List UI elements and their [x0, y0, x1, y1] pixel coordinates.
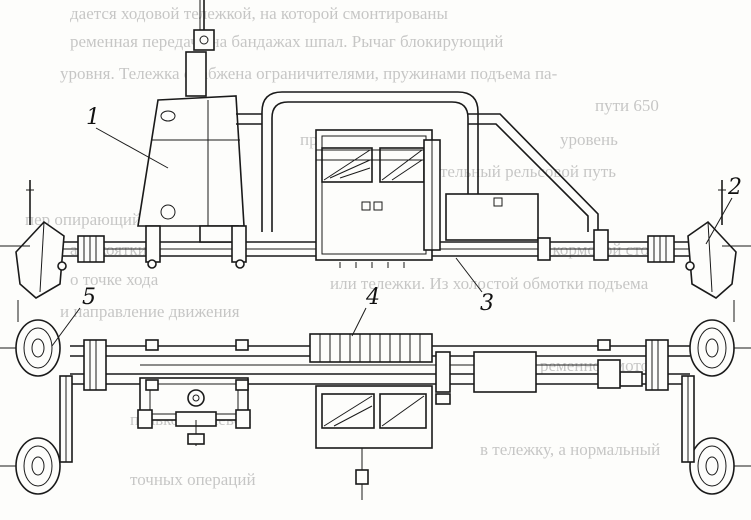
background-text-line: пер опирающийся [25, 210, 157, 229]
control-cabinet [315, 129, 441, 268]
callout-3: 3 [455, 257, 494, 316]
background-text-line: пути 650 [595, 96, 659, 115]
plan-tank-assembly [137, 377, 251, 446]
right-axle-hub [647, 235, 675, 263]
handrail-frame [236, 91, 599, 232]
beam-brackets [145, 225, 609, 269]
plan-cabinet [309, 333, 433, 500]
right-roller-side [685, 180, 751, 322]
plan-view [0, 319, 751, 500]
callout-label-4: 4 [365, 285, 380, 310]
left-roller-side [0, 180, 67, 322]
background-text-line: дается ходовой тележкой, на которой смон… [70, 4, 448, 23]
equipment-box [445, 193, 539, 241]
background-text-line: уровня. Тележка снабжена ограничителями,… [60, 64, 558, 83]
plan-equipment-box [435, 351, 621, 393]
side-view [0, 0, 751, 322]
background-text-line: точных операций [130, 470, 256, 489]
callout-label-2: 2 [727, 175, 742, 200]
plan-left-hub [83, 339, 107, 391]
callout-4: 4 [351, 285, 380, 337]
background-text-line: ременная передача на бандажах шпал. Рыча… [70, 32, 504, 51]
callout-label-5: 5 [82, 285, 96, 310]
plan-right-hub [619, 339, 669, 391]
background-text-line: уровень [560, 130, 618, 149]
plan-wheel-bottom-right [689, 437, 751, 495]
callout-label-3: 3 [480, 291, 494, 316]
background-text-line: в тележку, а нормальный [480, 440, 661, 459]
plan-bolts [145, 339, 611, 405]
plan-wheel-bottom-left [0, 437, 61, 495]
background-text-line: и направление движения [60, 302, 240, 321]
callout-1: 1 [86, 105, 169, 169]
plan-side-members [59, 375, 695, 463]
background-text-line: о точке хода [70, 270, 159, 289]
tank-body [137, 95, 245, 243]
callout-label-1: 1 [86, 105, 100, 130]
plan-wheel-top-right [689, 319, 751, 377]
lifting-column [185, 0, 215, 97]
left-axle-hub [77, 235, 105, 263]
callout-2: 2 [705, 175, 742, 245]
background-text-line: или тележки. Из холостой обмотки подъема [330, 274, 649, 293]
background-text-line: тельный рельсовой путь [440, 162, 616, 181]
plan-wheel-top-left [0, 319, 61, 377]
callout-5: 5 [51, 285, 96, 347]
